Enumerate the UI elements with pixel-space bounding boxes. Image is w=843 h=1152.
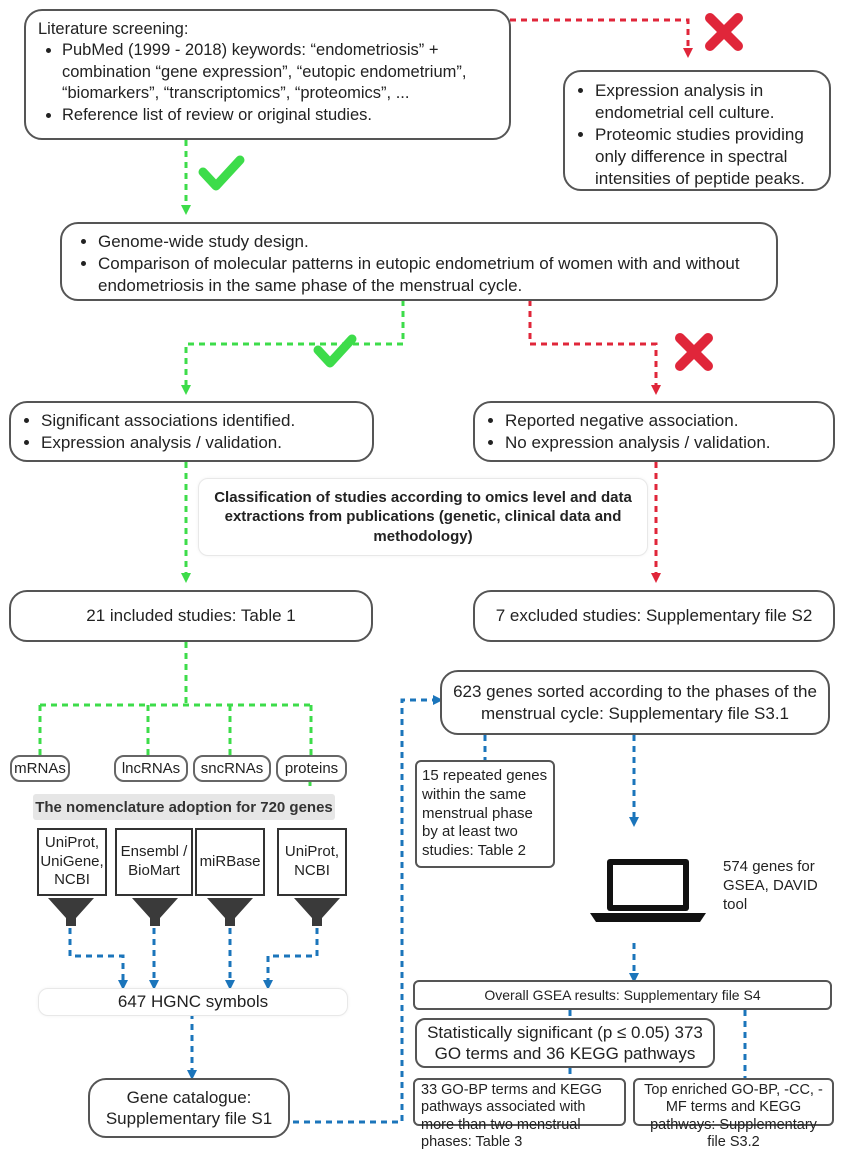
database-ensembl-biomart: Ensembl / BioMart	[115, 828, 193, 896]
top-enriched-box: Top enriched GO-BP, -CC, -MF terms and K…	[633, 1078, 834, 1150]
significant-item: Significant associations identified.	[41, 410, 366, 432]
database-uniprot-ncbi: UniProt, NCBI	[277, 828, 347, 896]
screening-title: Literature screening:	[38, 20, 189, 38]
negative-item: Reported negative association.	[505, 410, 827, 432]
exclusion-item: Expression analysis in endometrial cell …	[595, 80, 823, 124]
sorted-genes-box: 623 genes sorted according to the phases…	[440, 670, 830, 735]
exclusion-item: Proteomic studies providing only differe…	[595, 124, 823, 190]
check-icon	[313, 334, 357, 368]
overall-gsea-box: Overall GSEA results: Supplementary file…	[413, 980, 832, 1010]
funnel-icon	[207, 898, 253, 926]
funnel-icon	[294, 898, 340, 926]
hgnc-symbols: 647 HGNC symbols	[38, 988, 348, 1016]
significant-terms-box: Statistically significant (p ≤ 0.05) 373…	[415, 1018, 715, 1068]
negative-item: No expression analysis / validation.	[505, 432, 827, 454]
excluded-studies-box: 7 excluded studies: Supplementary file S…	[473, 590, 835, 642]
filter-funnels	[48, 898, 340, 926]
omics-mrnas: mRNAs	[10, 755, 70, 782]
nomenclature-banner: The nomenclature adoption for 720 genes	[33, 794, 335, 820]
funnel-icon	[48, 898, 94, 926]
gsea-genes-label: 574 genes for GSEA, DAVID tool	[723, 858, 818, 913]
omics-sncrnas: sncRNAs	[193, 755, 271, 782]
database-mirbase: miRBase	[195, 828, 265, 896]
literature-screening-box: Literature screening: PubMed (1999 - 201…	[24, 9, 511, 140]
check-icon	[198, 155, 245, 191]
cross-icon	[675, 333, 713, 371]
database-uniprot-unigene-ncbi: UniProt, UniGene, NCBI	[37, 828, 107, 896]
study-design-box: Genome-wide study design. Comparison of …	[60, 222, 778, 301]
included-studies-box: 21 included studies: Table 1	[9, 590, 373, 642]
repeated-genes-box: 15 repeated genes within the same menstr…	[415, 760, 555, 868]
omics-proteins: proteins	[276, 755, 347, 782]
gene-catalogue-box: Gene catalogue: Supplementary file S1	[88, 1078, 290, 1138]
omics-lncrnas: lncRNAs	[114, 755, 188, 782]
go-bp-box: 33 GO-BP terms and KEGG pathways associa…	[413, 1078, 626, 1150]
cross-icon	[705, 13, 743, 51]
screening-item: Reference list of review or original stu…	[62, 105, 497, 126]
significant-item: Expression analysis / validation.	[41, 432, 366, 454]
significant-associations-box: Significant associations identified. Exp…	[9, 401, 374, 462]
laptop-icon	[590, 859, 706, 922]
screening-item: PubMed (1999 - 2018) keywords: “endometr…	[62, 40, 497, 104]
design-item: Comparison of molecular patterns in euto…	[98, 253, 764, 297]
funnel-icon	[132, 898, 178, 926]
design-item: Genome-wide study design.	[98, 231, 764, 253]
classification-note: Classification of studies according to o…	[198, 478, 648, 556]
exclusion-criteria-box: Expression analysis in endometrial cell …	[563, 70, 831, 191]
negative-association-box: Reported negative association. No expres…	[473, 401, 835, 462]
